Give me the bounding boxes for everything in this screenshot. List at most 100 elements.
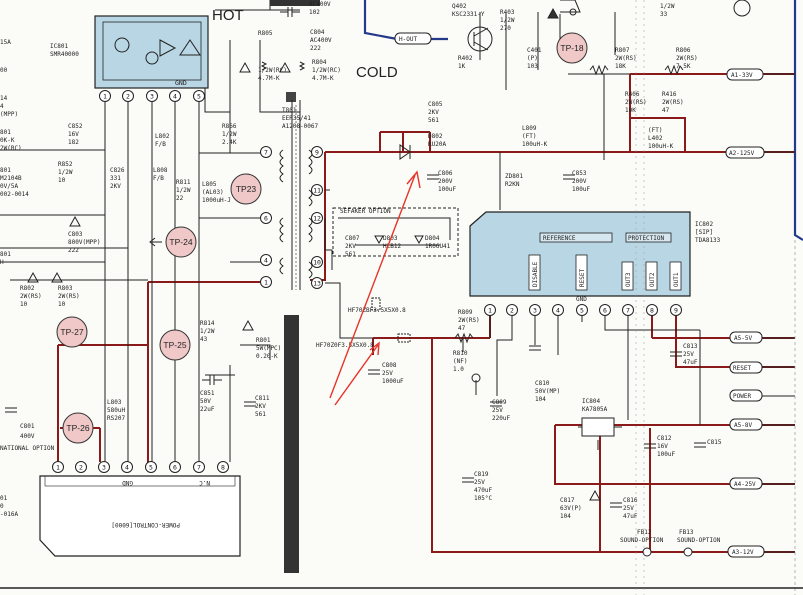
c810-ref: C810 bbox=[535, 380, 550, 387]
d803-part: HLB12 bbox=[383, 243, 401, 250]
ic802-part: TDA8133 bbox=[695, 237, 721, 244]
l802-type: F/B bbox=[155, 141, 166, 148]
warning-triangle-icon bbox=[589, 489, 601, 501]
rail-a3-12v: A3-12V bbox=[732, 549, 754, 556]
r807-rating: 2W(RS) bbox=[615, 55, 637, 62]
connector-gnd-label: GND bbox=[122, 479, 133, 486]
c817-rating: 63V(P) bbox=[560, 505, 582, 512]
c826-ref: C826 bbox=[110, 167, 125, 174]
svg-text:(MPP): (MPP) bbox=[0, 111, 18, 118]
svg-text:4: 4 bbox=[125, 464, 129, 472]
fb13-ref: FB13 bbox=[679, 529, 694, 536]
svg-text:4: 4 bbox=[556, 307, 560, 315]
c851-rating: 50V bbox=[200, 398, 211, 405]
r807-ref: R807 bbox=[615, 47, 630, 54]
arrow-to-d802 bbox=[329, 174, 416, 399]
arrow-head-l807 bbox=[369, 341, 380, 356]
d802-ref: D802 bbox=[428, 133, 443, 140]
rail-labels: A1-33V A2-125V A5-5V RESET POWER A5-8V A… bbox=[725, 68, 765, 558]
l809-ft: (FT) bbox=[522, 133, 536, 140]
svg-text:13: 13 bbox=[313, 280, 321, 288]
c801-rating: 400V bbox=[20, 433, 35, 440]
c806-rating: 200V bbox=[438, 178, 453, 185]
svg-text:01: 01 bbox=[0, 495, 8, 502]
tp26-label: TP-26 bbox=[66, 423, 89, 433]
c851-ref: C851 bbox=[200, 390, 215, 397]
c807-ref: C807 bbox=[345, 235, 360, 242]
l808-type: F/B bbox=[153, 175, 164, 182]
r802-ref: R802 bbox=[20, 285, 35, 292]
international-option-label: NATIONAL OPTION bbox=[0, 445, 55, 452]
hout-connector bbox=[394, 32, 432, 45]
c810-rating: 50V(MP) bbox=[535, 388, 560, 395]
c819-temp: 105°C bbox=[474, 495, 492, 502]
r805-ref: R805 bbox=[258, 30, 273, 37]
fb13-option: SOUND-OPTION bbox=[677, 537, 721, 544]
svg-text:801: 801 bbox=[0, 251, 11, 258]
r802-rating: 2W(RS) bbox=[20, 293, 42, 300]
r802-value: 10 bbox=[20, 301, 28, 308]
d802-diode bbox=[399, 144, 411, 160]
t801-ref: T801 bbox=[282, 107, 297, 114]
r805-value: 4.7M-K bbox=[258, 75, 280, 82]
svg-text:1: 1 bbox=[56, 464, 60, 472]
left-edge-labels: 14 4 (MPP) 801 0K-K 2W(RC) 801 M2104B 0V… bbox=[0, 39, 29, 518]
c807-value: 561 bbox=[345, 251, 356, 258]
c801-ref: C801 bbox=[20, 423, 35, 430]
r810-value: 1.0 bbox=[453, 366, 464, 373]
c816-rating: 25V bbox=[623, 505, 634, 512]
r805-rating: 1/2W(RC) bbox=[258, 67, 287, 74]
cap-top-rating: AC400V bbox=[309, 1, 331, 8]
r811-value: 22 bbox=[176, 195, 184, 202]
rail-a1-33v: A1-33V bbox=[731, 72, 753, 79]
c804-ref: C804 bbox=[310, 29, 325, 36]
q402-part: KSC2331-Y bbox=[452, 11, 485, 18]
tp27-label: TP-27 bbox=[60, 327, 83, 337]
annotation-arrows bbox=[329, 170, 421, 406]
svg-text:8: 8 bbox=[221, 464, 225, 472]
r814-rating: 1/2W bbox=[200, 328, 215, 335]
top-hatched-bar bbox=[270, 0, 320, 6]
rail-a5-5v: A5-5V bbox=[734, 335, 752, 342]
ic802-reference-label: REFERENCE bbox=[543, 235, 576, 242]
svg-text:7: 7 bbox=[197, 464, 201, 472]
c807-rating: 2KV bbox=[345, 243, 356, 250]
c805-value: 561 bbox=[428, 117, 439, 124]
r801-rating: 5W(MPC) bbox=[256, 345, 281, 352]
r811-ref: R811 bbox=[176, 179, 191, 186]
r866-rating: 1/2W bbox=[222, 131, 237, 138]
r806-ref: R806 bbox=[676, 47, 691, 54]
r803-rating: 2W(RS) bbox=[58, 293, 80, 300]
l803-ref: L803 bbox=[107, 399, 122, 406]
c812-rating: 16V bbox=[657, 443, 668, 450]
svg-text:2W(RC): 2W(RC) bbox=[0, 145, 22, 152]
ic802-disable-label: DISABLE bbox=[532, 261, 539, 287]
tp23-label: TP23 bbox=[236, 184, 257, 194]
r804-value: 4.7M-K bbox=[312, 75, 334, 82]
svg-text:0K-K: 0K-K bbox=[0, 137, 15, 144]
svg-text:6: 6 bbox=[264, 215, 268, 223]
svg-text:5: 5 bbox=[149, 464, 153, 472]
svg-text:1: 1 bbox=[264, 279, 268, 287]
c401-rating: (P) bbox=[527, 55, 538, 62]
arrow-to-l807 bbox=[334, 344, 379, 406]
ic801-ref: IC801 bbox=[50, 43, 68, 50]
d802-part: RU20A bbox=[428, 141, 446, 148]
c803-rating: 800V(MPP) bbox=[68, 239, 101, 246]
svg-text:3: 3 bbox=[533, 307, 537, 315]
c819-rating: 25V bbox=[474, 479, 485, 486]
ic801-gnd-label: GND bbox=[175, 79, 187, 87]
d804-part: 1R06U41 bbox=[425, 243, 451, 250]
ic802-gnd-label: GND bbox=[576, 296, 587, 303]
c805-rating: 2KV bbox=[428, 109, 439, 116]
svg-text:002-0014: 002-0014 bbox=[0, 191, 29, 198]
l802-ref: L802 bbox=[155, 133, 170, 140]
svg-text:2: 2 bbox=[510, 307, 514, 315]
t801-pins: 7 6 4 1 9 11 12 10 13 bbox=[260, 146, 323, 289]
warning-triangle-icon bbox=[242, 319, 254, 331]
d804-ref: D804 bbox=[425, 235, 440, 242]
connector-nc-label: N.C bbox=[199, 479, 210, 486]
r810-ref: R810 bbox=[453, 350, 468, 357]
r806-rating: 2W(RS) bbox=[676, 55, 698, 62]
power-control-label: POWER-CONTROL[6000] bbox=[111, 521, 180, 528]
